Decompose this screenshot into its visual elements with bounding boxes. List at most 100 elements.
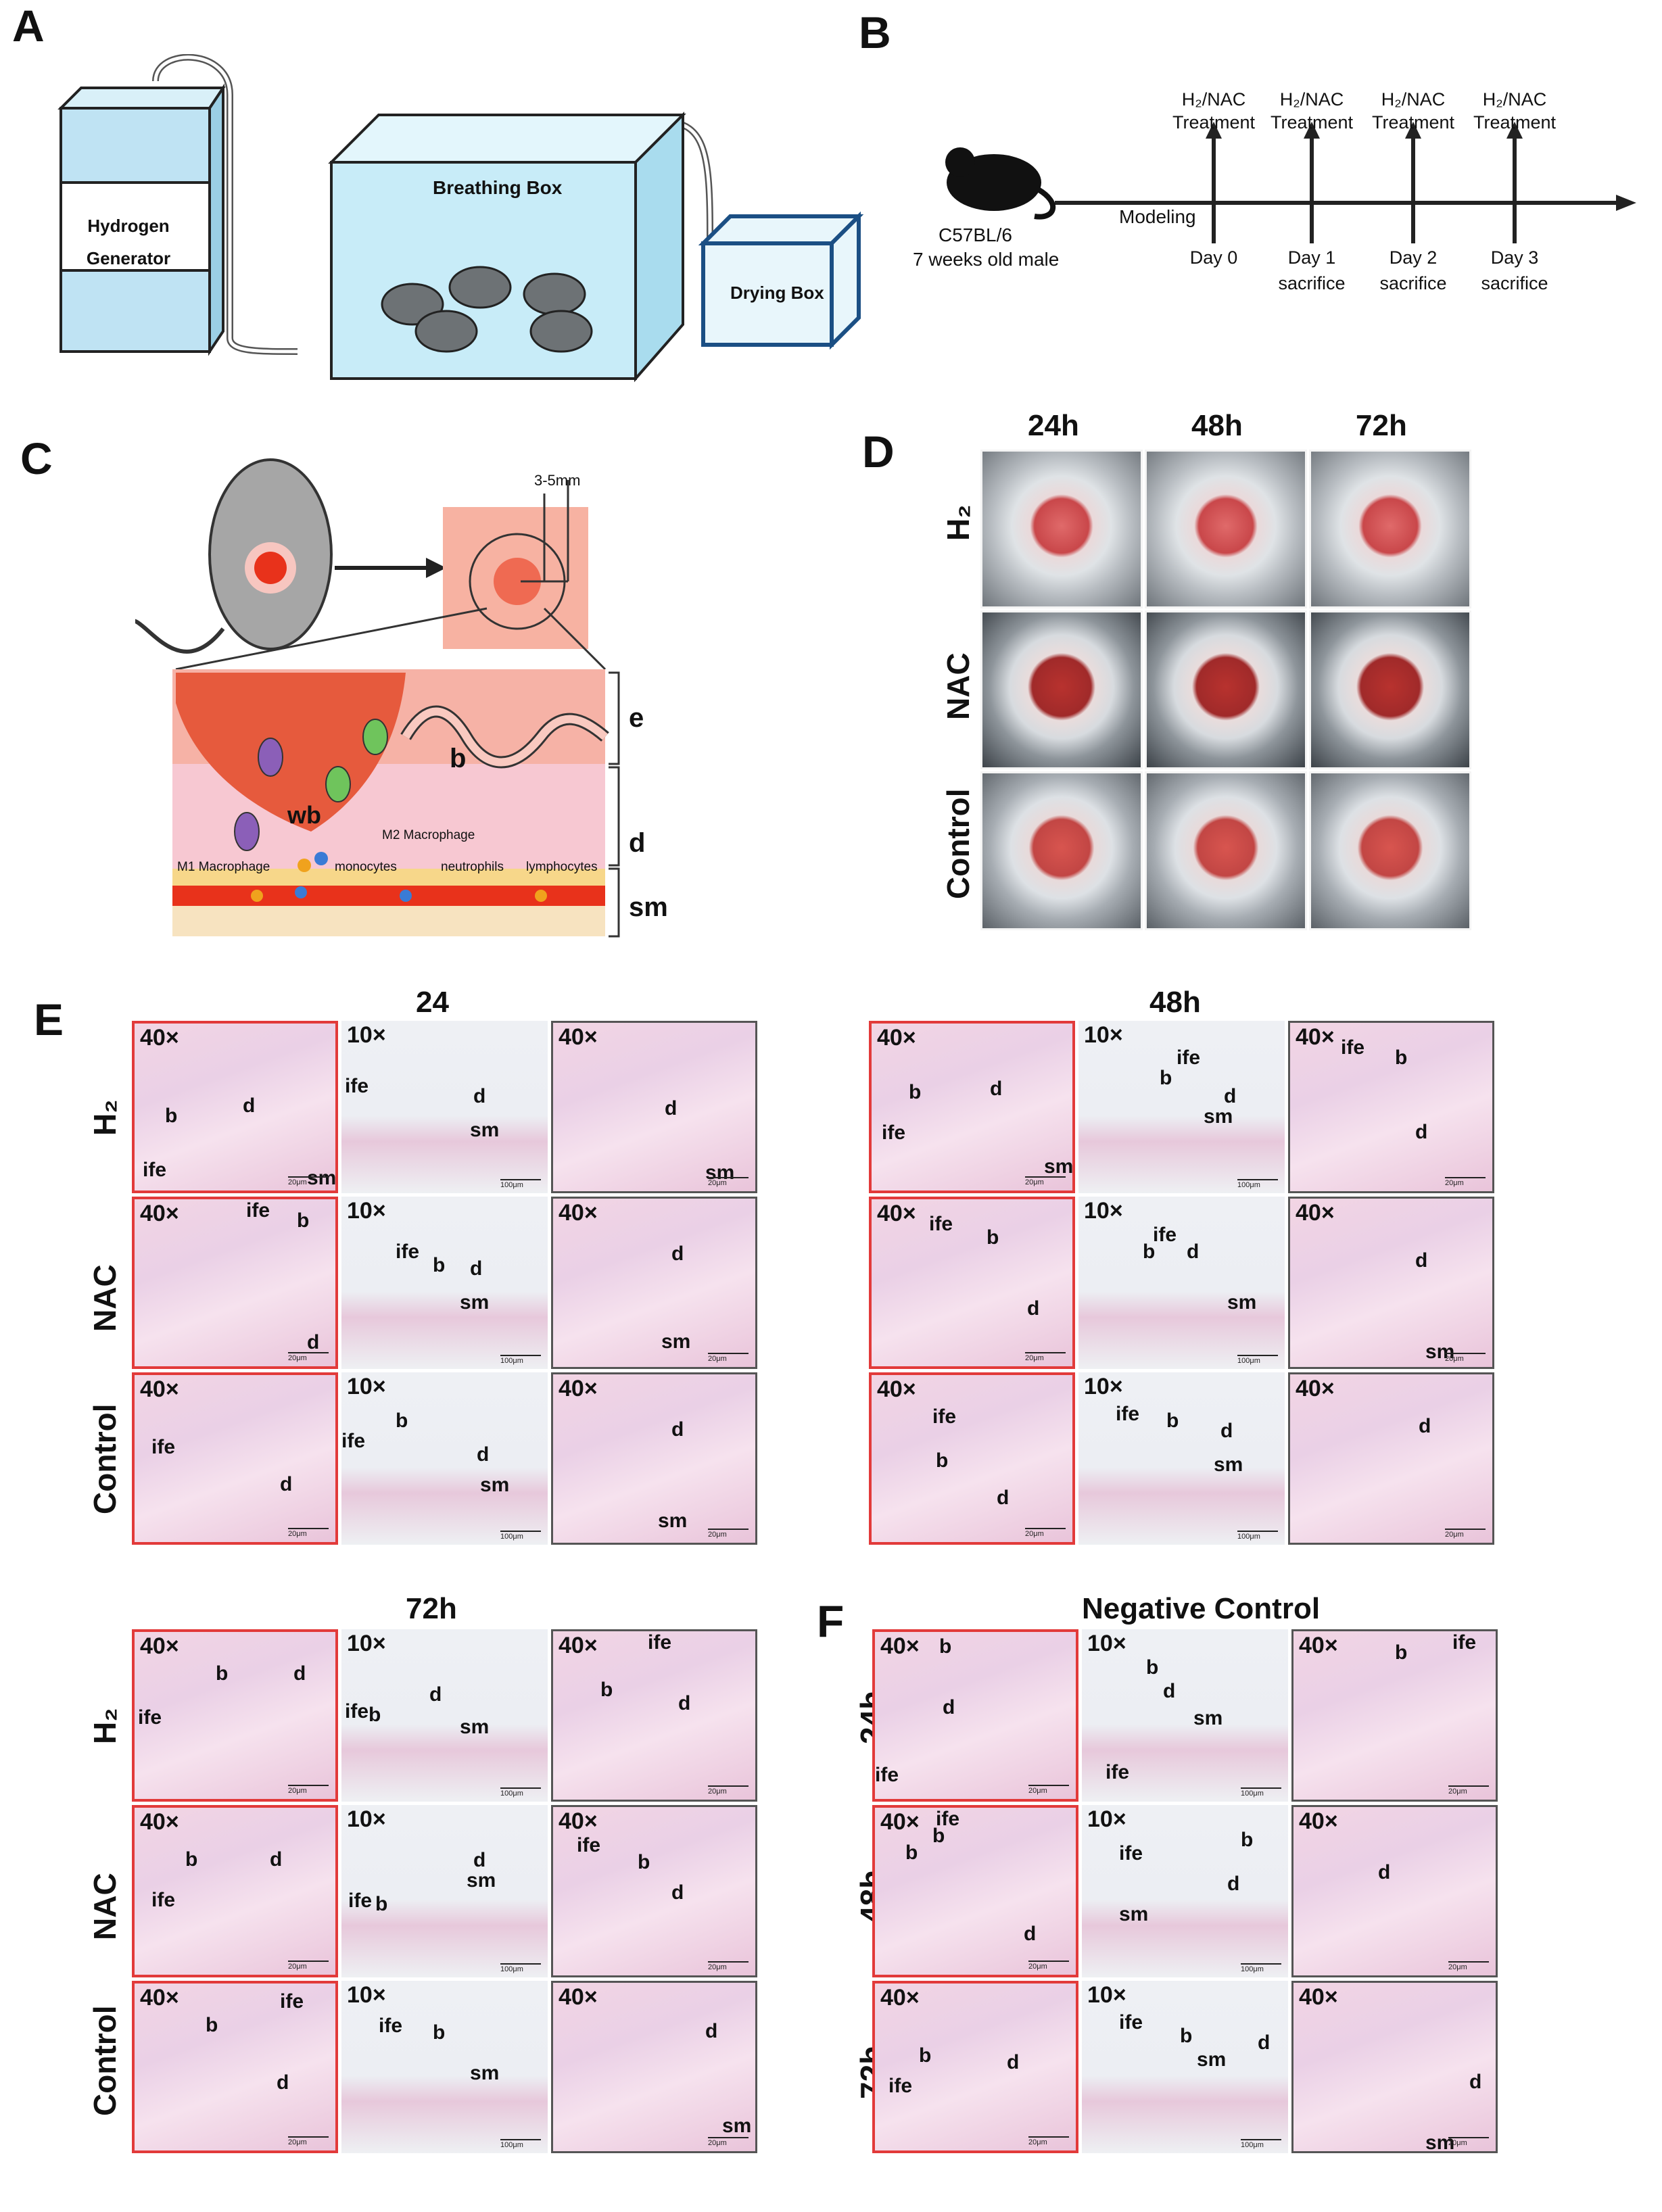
drying-box-label: Drying Box: [730, 283, 824, 303]
panel-label-b: B: [859, 7, 891, 57]
e-head-48h: 48h: [1149, 986, 1201, 1019]
monocytes-label: monocytes: [335, 860, 397, 874]
wound-photo-nac-24h: [980, 610, 1143, 769]
e24-row-nac: NAC: [87, 1264, 122, 1332]
wound-bed-label: wb: [287, 801, 321, 829]
layer-sm-label: sm: [629, 892, 668, 922]
wound-photo-control-72h: [1309, 771, 1471, 930]
layer-e-label: e: [629, 703, 644, 733]
basal-b-label: b: [450, 744, 467, 773]
wound-photo-nac-48h: [1145, 610, 1307, 769]
m1-macrophage-label: M1 Macrophage: [177, 860, 270, 874]
e24-row-h2: H₂: [87, 1099, 122, 1136]
panel-label-a: A: [12, 1, 45, 51]
wound-photo-control-48h: [1145, 771, 1307, 930]
mouse-topview-icon: [135, 458, 333, 654]
mouse-age-label: 7 weeks old male: [913, 249, 1060, 270]
generator-label: Hydrogen Generator: [86, 216, 171, 268]
hydrogen-generator-icon: [57, 83, 226, 356]
neutrophils-label: neutrophils: [441, 860, 504, 874]
modeling-label: Modeling: [1119, 206, 1196, 227]
mouse-strain-label: C57BL/6: [939, 224, 1012, 245]
wound-photo-h2-48h: [1145, 450, 1307, 608]
day-0: Day 0: [1189, 247, 1238, 268]
breathing-box-icon: [328, 112, 686, 383]
wound-photo-nac-72h: [1309, 610, 1471, 769]
d-col-48h: 48h: [1191, 409, 1243, 442]
wound-photo-h2-24h: [980, 450, 1143, 608]
hydrogen-setup-diagram: [57, 54, 864, 383]
e24-row-control: Control: [87, 1403, 122, 1514]
mouse-silhouette-icon: [945, 147, 1055, 220]
e72-row-h2: H₂: [87, 1708, 122, 1744]
d-row-nac: NAC: [941, 652, 976, 720]
f-title: Negative Control: [1082, 1592, 1321, 1625]
wound-photo-control-24h: [980, 771, 1143, 930]
panel-label-f: F: [817, 1596, 845, 1646]
layer-d-label: d: [629, 828, 646, 858]
panel-label-c: C: [20, 433, 53, 483]
panel-label-e: E: [34, 994, 64, 1044]
breathing-box-label: Breathing Box: [433, 177, 563, 198]
lymphocytes-label: lymphocytes: [526, 860, 598, 874]
drying-box-icon: [698, 211, 864, 350]
d-col-24h: 24h: [1028, 409, 1079, 442]
e72-row-control: Control: [87, 2005, 122, 2116]
panel-label-d: D: [862, 427, 895, 477]
d-row-h2: H₂: [941, 504, 976, 541]
e-head-72h: 72h: [406, 1592, 457, 1625]
d-col-72h: 72h: [1356, 409, 1407, 442]
d-row-control: Control: [941, 788, 976, 899]
mice-icon: [381, 266, 593, 353]
wound-schematic: [135, 458, 620, 938]
size-label: 3-5mm: [534, 472, 581, 489]
wound-photo-h2-72h: [1309, 450, 1471, 608]
timeline-diagram: [945, 122, 1636, 243]
e-head-24: 24: [416, 986, 449, 1019]
e72-row-nac: NAC: [87, 1873, 122, 1940]
